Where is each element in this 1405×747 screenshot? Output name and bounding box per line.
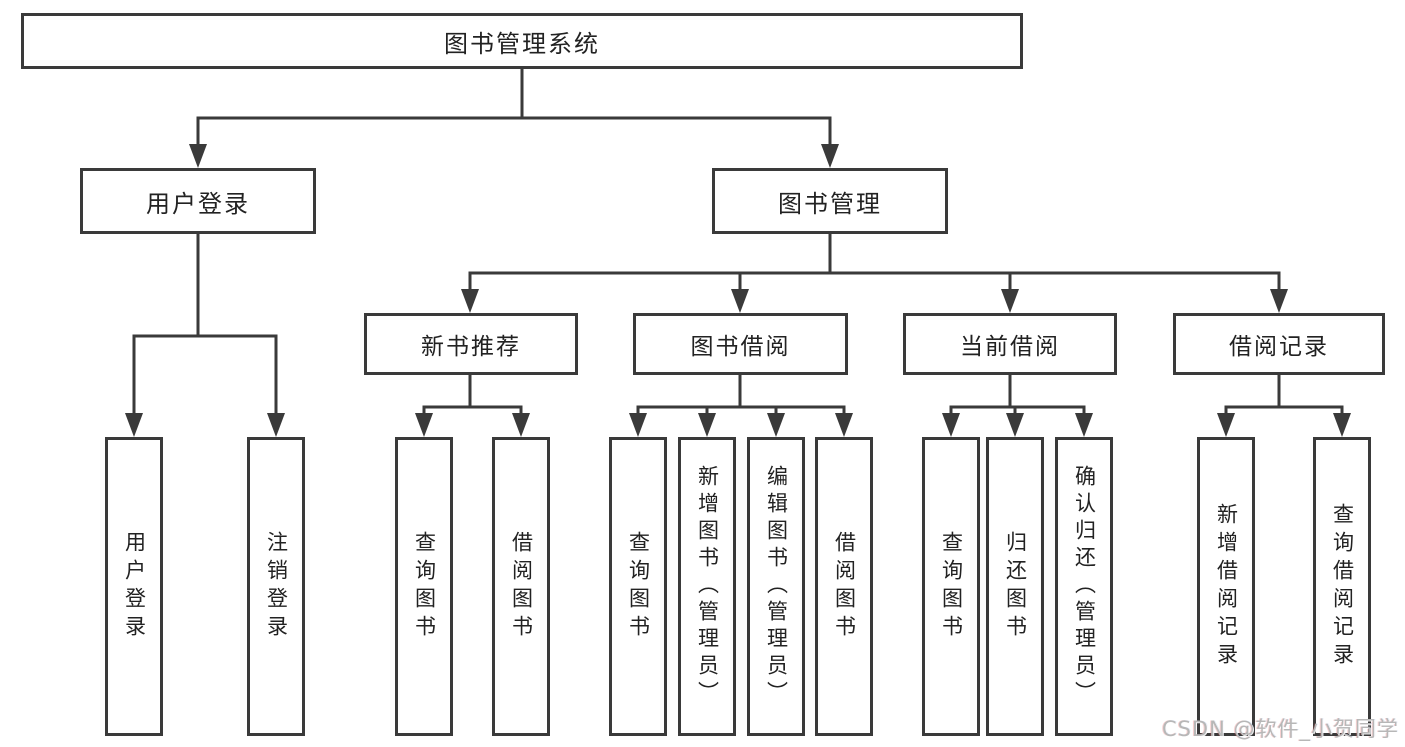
node-book-management: 图书管理 [712, 168, 948, 234]
leaf-logout: 注销登录 [247, 437, 305, 736]
csdn-watermark: CSDN @软件_小贺同学 [1161, 717, 1399, 741]
node-book-borrow: 图书借阅 [633, 313, 848, 375]
leaf-edit-book-admin: 编辑图书（管理员） [747, 437, 805, 736]
leaf-label: 编辑图书（管理员） [764, 465, 789, 708]
leaf-query-borrow-record: 查询借阅记录 [1313, 437, 1371, 736]
leaf-borrow-book: 借阅图书 [815, 437, 873, 736]
leaf-label: 新增借阅记录 [1214, 502, 1239, 671]
leaf-label: 查询图书 [939, 530, 964, 643]
leaf-label: 查询借阅记录 [1330, 502, 1355, 671]
node-label: 新书推荐 [421, 334, 521, 360]
node-root: 图书管理系统 [21, 13, 1023, 69]
leaf-query-books-current: 查询图书 [922, 437, 980, 736]
leaf-label: 新增图书（管理员） [695, 465, 720, 708]
node-label: 当前借阅 [960, 334, 1060, 360]
leaf-label: 确认归还（管理员） [1072, 465, 1097, 708]
node-user-login: 用户登录 [80, 168, 316, 234]
node-new-book-recommend: 新书推荐 [364, 313, 578, 375]
node-label: 图书管理系统 [444, 29, 600, 58]
node-label: 用户登录 [146, 189, 250, 218]
leaf-user-login: 用户登录 [105, 437, 163, 736]
node-label: 图书管理 [778, 189, 882, 218]
leaf-label: 借阅图书 [509, 530, 534, 643]
node-label: 图书借阅 [690, 334, 791, 360]
leaf-query-books-borrow: 查询图书 [609, 437, 667, 736]
leaf-borrow-books-recommend: 借阅图书 [492, 437, 550, 736]
node-label: 借阅记录 [1229, 334, 1329, 360]
leaf-add-borrow-record: 新增借阅记录 [1197, 437, 1255, 736]
node-borrow-records: 借阅记录 [1173, 313, 1385, 375]
leaf-label: 借阅图书 [832, 530, 857, 643]
leaf-query-books-recommend: 查询图书 [395, 437, 453, 736]
leaf-label: 归还图书 [1003, 530, 1028, 643]
node-current-borrow: 当前借阅 [903, 313, 1117, 375]
leaf-label: 注销登录 [264, 530, 289, 643]
leaf-return-book: 归还图书 [986, 437, 1044, 736]
leaf-label: 查询图书 [412, 530, 437, 643]
leaf-label: 查询图书 [626, 530, 651, 643]
leaf-label: 用户登录 [122, 530, 147, 643]
leaf-add-book-admin: 新增图书（管理员） [678, 437, 736, 736]
leaf-confirm-return-admin: 确认归还（管理员） [1055, 437, 1113, 736]
